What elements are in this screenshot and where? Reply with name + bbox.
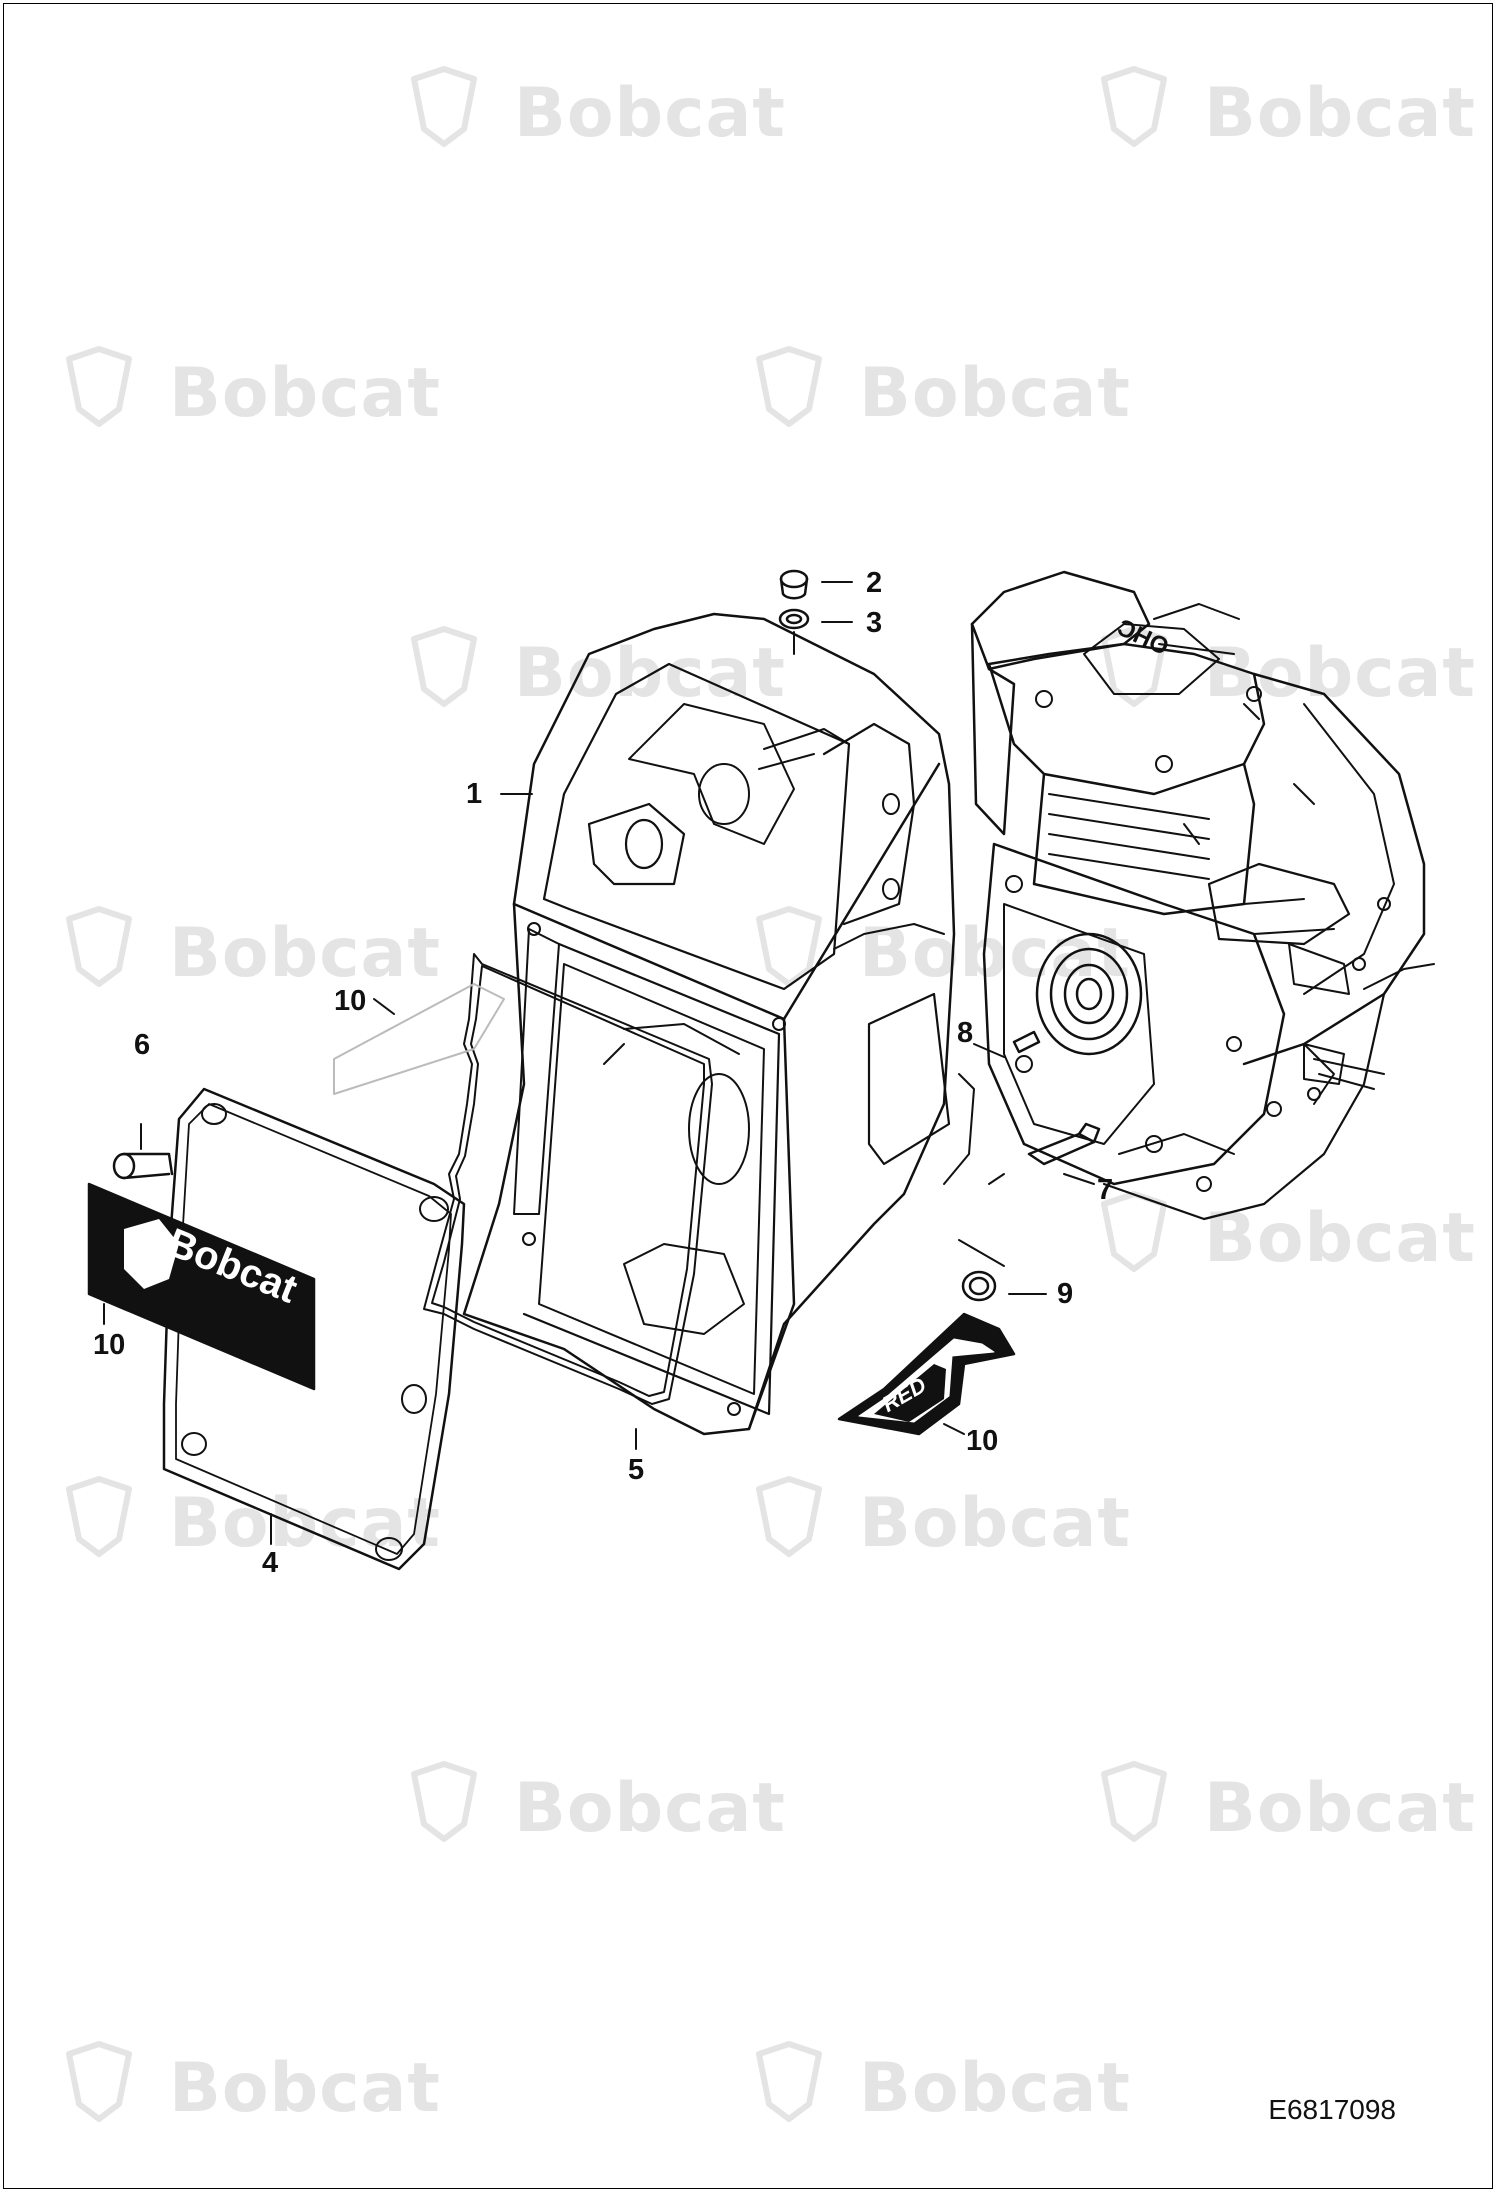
watermark: Bobcat xyxy=(1204,74,1476,153)
red-decal xyxy=(837,1312,1016,1436)
callout-3: 3 xyxy=(866,607,883,639)
callout-8: 8 xyxy=(957,1017,974,1049)
watermark: Bobcat xyxy=(859,1484,1131,1563)
side-cover xyxy=(162,1087,466,1571)
watermark: Bobcat xyxy=(169,914,441,993)
bobcat-decal xyxy=(87,1182,316,1391)
watermark: Bobcat xyxy=(514,74,786,153)
leader-lines xyxy=(103,581,1095,1545)
cap-part-2 xyxy=(779,569,809,600)
watermark: Bobcat xyxy=(859,2049,1131,2128)
watermark: Bobcat xyxy=(859,354,1131,433)
pin-part-7 xyxy=(1027,1122,1101,1166)
side-decal-strip xyxy=(333,983,505,1095)
screw-part-6 xyxy=(112,1152,174,1180)
engine-assembly xyxy=(970,570,1435,1221)
callout-9: 9 xyxy=(1057,1278,1074,1310)
watermark: Bobcat xyxy=(514,1769,786,1848)
gasket xyxy=(423,953,713,1405)
callout-10-top: 10 xyxy=(334,985,367,1017)
watermark: Bobcat xyxy=(514,634,786,713)
callout-1: 1 xyxy=(466,778,483,810)
watermark: Bobcat xyxy=(1204,1769,1476,1848)
watermark: Bobcat xyxy=(169,2049,441,2128)
exploded-parts-drawing xyxy=(66,66,1435,2122)
engine-housing xyxy=(462,612,975,1436)
callout-10-left: 10 xyxy=(93,1329,126,1361)
watermark: Bobcat xyxy=(169,1484,441,1563)
watermark-logo-icons xyxy=(66,66,1167,2122)
watermark: Bobcat xyxy=(1204,1199,1476,1278)
diagram-page: Bobcat Bobcat Bobcat Bobcat Bobcat Bobca… xyxy=(3,3,1493,2189)
pin-part-8 xyxy=(1012,1030,1041,1054)
washer-part-3 xyxy=(778,608,810,630)
callout-4: 4 xyxy=(262,1547,279,1579)
plug-part-9 xyxy=(961,1270,997,1302)
callout-7: 7 xyxy=(1097,1174,1114,1206)
callout-5: 5 xyxy=(628,1454,645,1486)
callout-2: 2 xyxy=(866,567,883,599)
watermark: Bobcat xyxy=(169,354,441,433)
callout-6: 6 xyxy=(134,1029,151,1061)
callout-10-right: 10 xyxy=(966,1425,999,1457)
document-id: E6817098 xyxy=(1268,2094,1396,2125)
